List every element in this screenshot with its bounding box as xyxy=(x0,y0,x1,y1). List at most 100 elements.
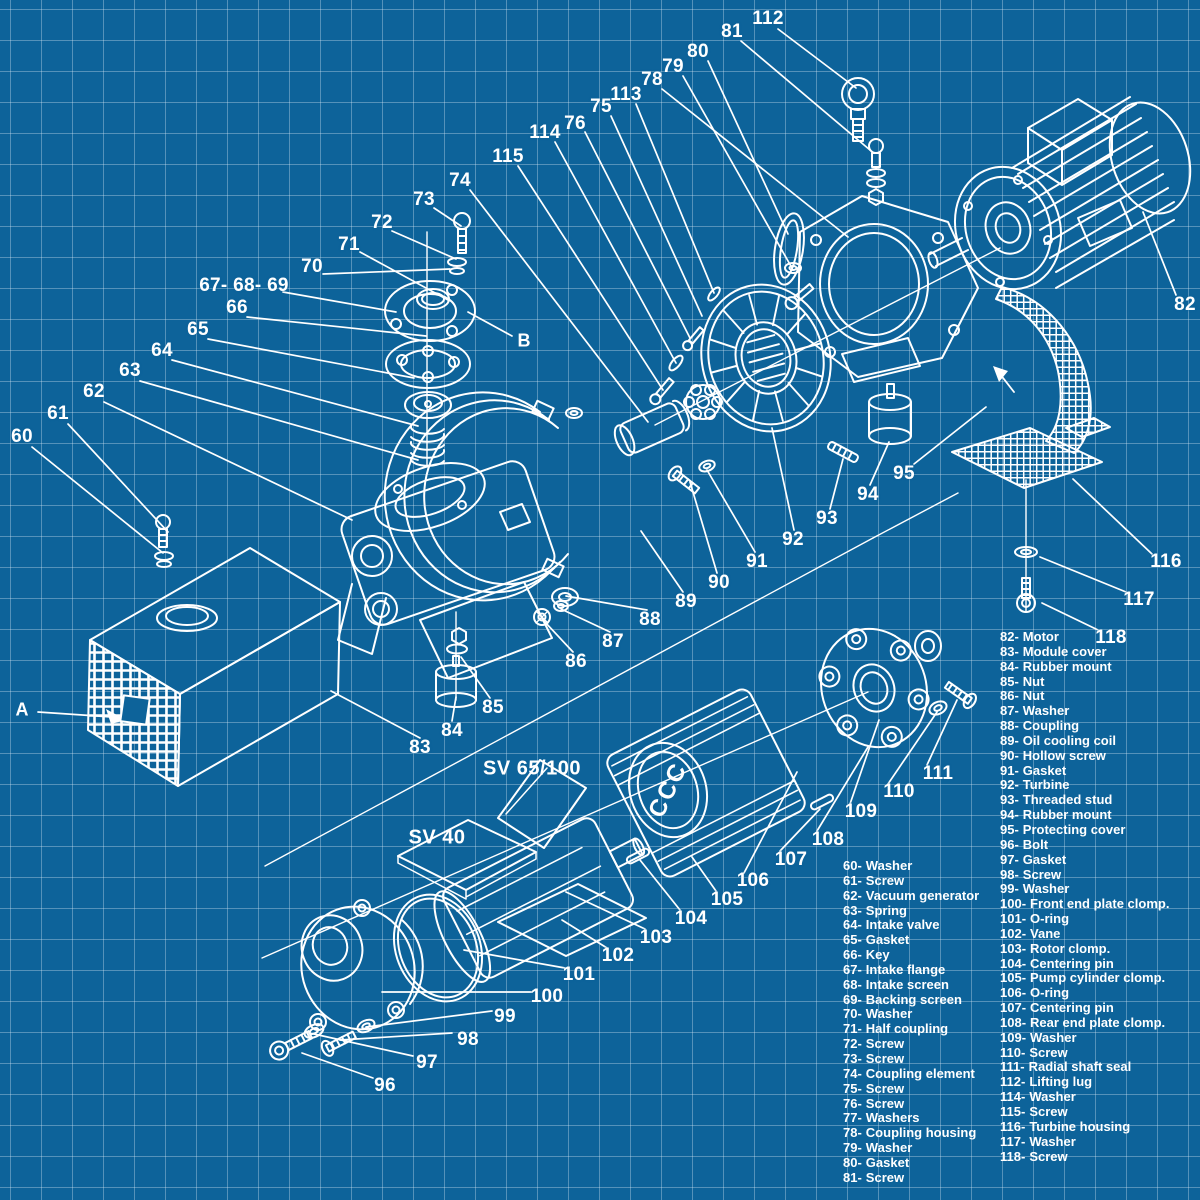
part-number: 109- xyxy=(1000,1029,1027,1045)
rubber-mount-94 xyxy=(868,383,912,445)
part-number: 108- xyxy=(1000,1014,1027,1030)
part-name: Turbine xyxy=(1022,777,1070,793)
vane-sv40 xyxy=(397,819,537,900)
parts-list-item: 116-Turbine housing xyxy=(1000,1119,1169,1135)
part-number: 94- xyxy=(1000,807,1019,823)
part-number: 111- xyxy=(1000,1059,1025,1075)
coupling-housing xyxy=(797,195,979,383)
parts-list-item: 114-Washer xyxy=(1000,1089,1169,1105)
centering-pin-107 xyxy=(809,793,835,811)
parts-list-item: 77-Washers xyxy=(843,1110,979,1126)
screw-81-stack xyxy=(866,138,886,206)
parts-list-item: 98-Screw xyxy=(1000,867,1169,883)
turbine-housing-plate xyxy=(951,417,1111,489)
part-name: Washer xyxy=(1029,1089,1076,1105)
gasket-80 xyxy=(773,212,805,286)
module-cover xyxy=(87,547,341,787)
part-number: 90- xyxy=(1000,747,1019,763)
parts-list-item: 69-Backing screen xyxy=(843,991,979,1008)
part-name: Vacuum generator xyxy=(865,887,980,903)
part-number: 72- xyxy=(843,1036,862,1052)
parts-list-item: 112-Lifting lug xyxy=(1000,1074,1169,1090)
parts-list-item: 79-Washer xyxy=(843,1140,979,1156)
arrow-cover-icon xyxy=(993,366,1015,393)
part-number: 62- xyxy=(843,887,862,903)
part-number: 88- xyxy=(1000,718,1019,734)
washer-87 xyxy=(553,600,569,612)
parts-list-item: 81-Screw xyxy=(843,1169,979,1186)
parts-list-item: 85-Nut xyxy=(1000,674,1169,690)
parts-list-item: 92-Turbine xyxy=(1000,778,1169,793)
washer-99 xyxy=(356,1018,376,1034)
parts-list-item: 115-Screw xyxy=(1000,1104,1169,1120)
part-number: 99- xyxy=(1000,881,1019,897)
parts-list-item: 111-Radial shaft seal xyxy=(1000,1060,1169,1075)
part-name: O-ring xyxy=(1030,911,1070,927)
centering-pin-104 xyxy=(625,847,651,865)
parts-list-item: 62-Vacuum generator xyxy=(843,887,980,904)
parts-list-item: 80-Gasket xyxy=(843,1154,979,1171)
part-number: 118- xyxy=(1000,1148,1026,1164)
parts-list-item: 61-Screw xyxy=(843,873,979,889)
parts-list-item: 76-Screw xyxy=(843,1095,979,1112)
part-number: 67- xyxy=(843,961,862,977)
part-name: Rear end plate clomp. xyxy=(1030,1014,1166,1030)
part-number: 106- xyxy=(1000,985,1027,1001)
parts-list-item: 101-O-ring xyxy=(1000,911,1169,927)
part-number: 71- xyxy=(843,1021,862,1037)
part-number: 110- xyxy=(1000,1044,1026,1060)
rotor xyxy=(433,817,646,983)
part-name: Intake screen xyxy=(865,976,949,992)
part-number: 93- xyxy=(1000,792,1019,808)
parts-list-item: 97-Gasket xyxy=(1000,851,1169,868)
parts-list-item: 107-Centering pin xyxy=(1000,1000,1169,1016)
parts-list-item: 64-Intake valve xyxy=(843,917,979,933)
parts-list-item: 74-Coupling element xyxy=(843,1066,979,1082)
part-name: Threaded stud xyxy=(1022,792,1113,808)
part-name: Gasket xyxy=(865,932,910,948)
part-number: 117- xyxy=(1000,1133,1026,1149)
parts-list-item: 60-Washer xyxy=(843,858,979,874)
part-name: Hollow screw xyxy=(1022,747,1106,763)
part-name: Centering pin xyxy=(1030,955,1114,971)
oil-cooling-coil xyxy=(383,391,583,602)
parts-list-item: 89-Oil cooling coil xyxy=(1000,733,1169,749)
rear-end-plate xyxy=(818,627,930,749)
parts-list-item: 66-Key xyxy=(843,947,979,963)
screw-98 xyxy=(320,1030,357,1057)
part-name: Gasket xyxy=(865,1154,910,1170)
threaded-stud-93 xyxy=(827,441,859,463)
part-name: Coupling housing xyxy=(865,1125,977,1141)
part-name: Washer xyxy=(865,1140,913,1156)
part-name: Screw xyxy=(865,1080,905,1096)
hollow-screw-90 xyxy=(667,465,701,495)
part-number: 83- xyxy=(1000,643,1019,659)
parts-list-item: 102-Vane xyxy=(1000,925,1169,942)
small-fasteners xyxy=(649,283,815,406)
parts-list-item: 109-Washer xyxy=(1000,1029,1169,1046)
parts-list-item: 75-Screw xyxy=(843,1080,979,1097)
part-number: 76- xyxy=(843,1095,862,1111)
part-name: Gasket xyxy=(1022,851,1067,867)
part-name: Washers xyxy=(865,1110,920,1126)
nut-washer-85 xyxy=(446,627,468,655)
shaft-seal xyxy=(914,630,942,662)
washer-79 xyxy=(784,262,802,274)
part-name: Vane xyxy=(1030,925,1061,941)
part-name: Screw xyxy=(865,1095,905,1111)
part-number: 78- xyxy=(843,1125,862,1141)
part-number: 105- xyxy=(1000,970,1027,986)
part-number: 81- xyxy=(843,1169,862,1185)
washer-110 xyxy=(928,700,948,716)
part-number: 96- xyxy=(1000,836,1019,852)
part-name: Gasket xyxy=(1022,762,1067,778)
washer-117 xyxy=(1014,546,1038,558)
rubber-mount-84 xyxy=(435,655,477,708)
part-name: Intake valve xyxy=(865,917,940,933)
part-number: 104- xyxy=(1000,955,1027,971)
gasket-97 xyxy=(303,1023,325,1039)
part-number: 69- xyxy=(843,991,862,1007)
part-name: Washer xyxy=(1022,881,1070,897)
parts-list-item: 103-Rotor clomp. xyxy=(1000,941,1169,957)
